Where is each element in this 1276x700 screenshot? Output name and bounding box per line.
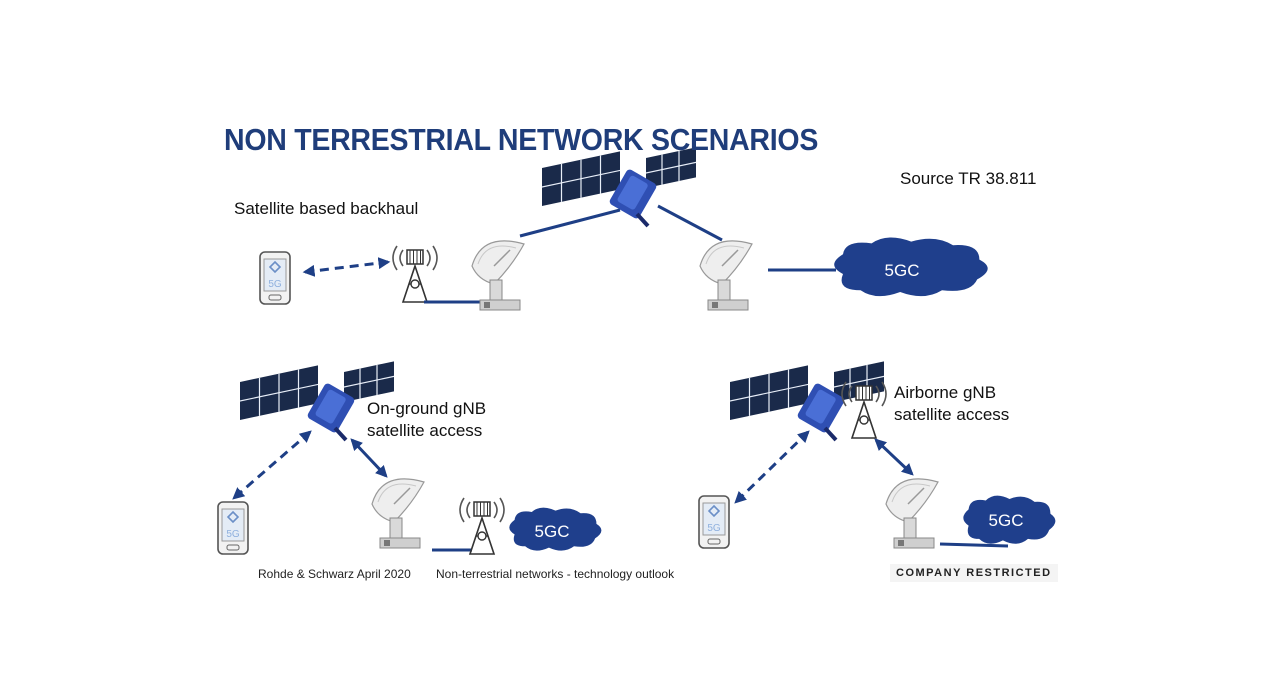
source-note: Source TR 38.811 (900, 169, 1037, 188)
ground-antenna-icon (699, 240, 753, 311)
feeder-link (350, 438, 388, 478)
classification-badge: COMPANY RESTRICTED (890, 564, 1058, 582)
phone-icon (217, 501, 249, 555)
service-link (232, 430, 312, 500)
service-link (734, 430, 810, 504)
on-ground-label-line2: satellite access (367, 421, 483, 440)
phone-icon (698, 495, 730, 549)
cell-tower-icon (459, 497, 505, 555)
downlink-line (657, 204, 723, 242)
core-label: 5GC (535, 522, 570, 541)
feeder-link (874, 438, 914, 476)
airborne-scenario: 5GC (698, 359, 1056, 549)
ground-antenna-icon (471, 240, 525, 311)
page-title: NON TERRESTRIAL NETWORK SCENARIOS (224, 122, 819, 157)
backhaul-label: Satellite based backhaul (234, 199, 419, 218)
core-link (939, 542, 1009, 548)
footer-company-date: Rohde & Schwarz April 2020 (258, 567, 411, 581)
footer-topic: Non-terrestrial networks - technology ou… (436, 567, 675, 581)
ground-antenna-icon (885, 478, 939, 549)
uplink-line (519, 208, 621, 238)
radio-link (302, 257, 391, 277)
core-label: 5GC (989, 511, 1024, 530)
on-ground-label-line1: On-ground gNB (367, 399, 487, 418)
airborne-label-line2: satellite access (894, 405, 1010, 424)
core-label: 5GC (885, 261, 920, 280)
airborne-label-line1: Airborne gNB (894, 383, 997, 402)
ground-antenna-icon (371, 478, 425, 549)
on-ground-scenario: 5GC (217, 359, 602, 555)
backhaul-scenario: 5GC (259, 145, 988, 311)
phone-icon (259, 251, 291, 305)
cell-tower-icon (392, 245, 438, 303)
